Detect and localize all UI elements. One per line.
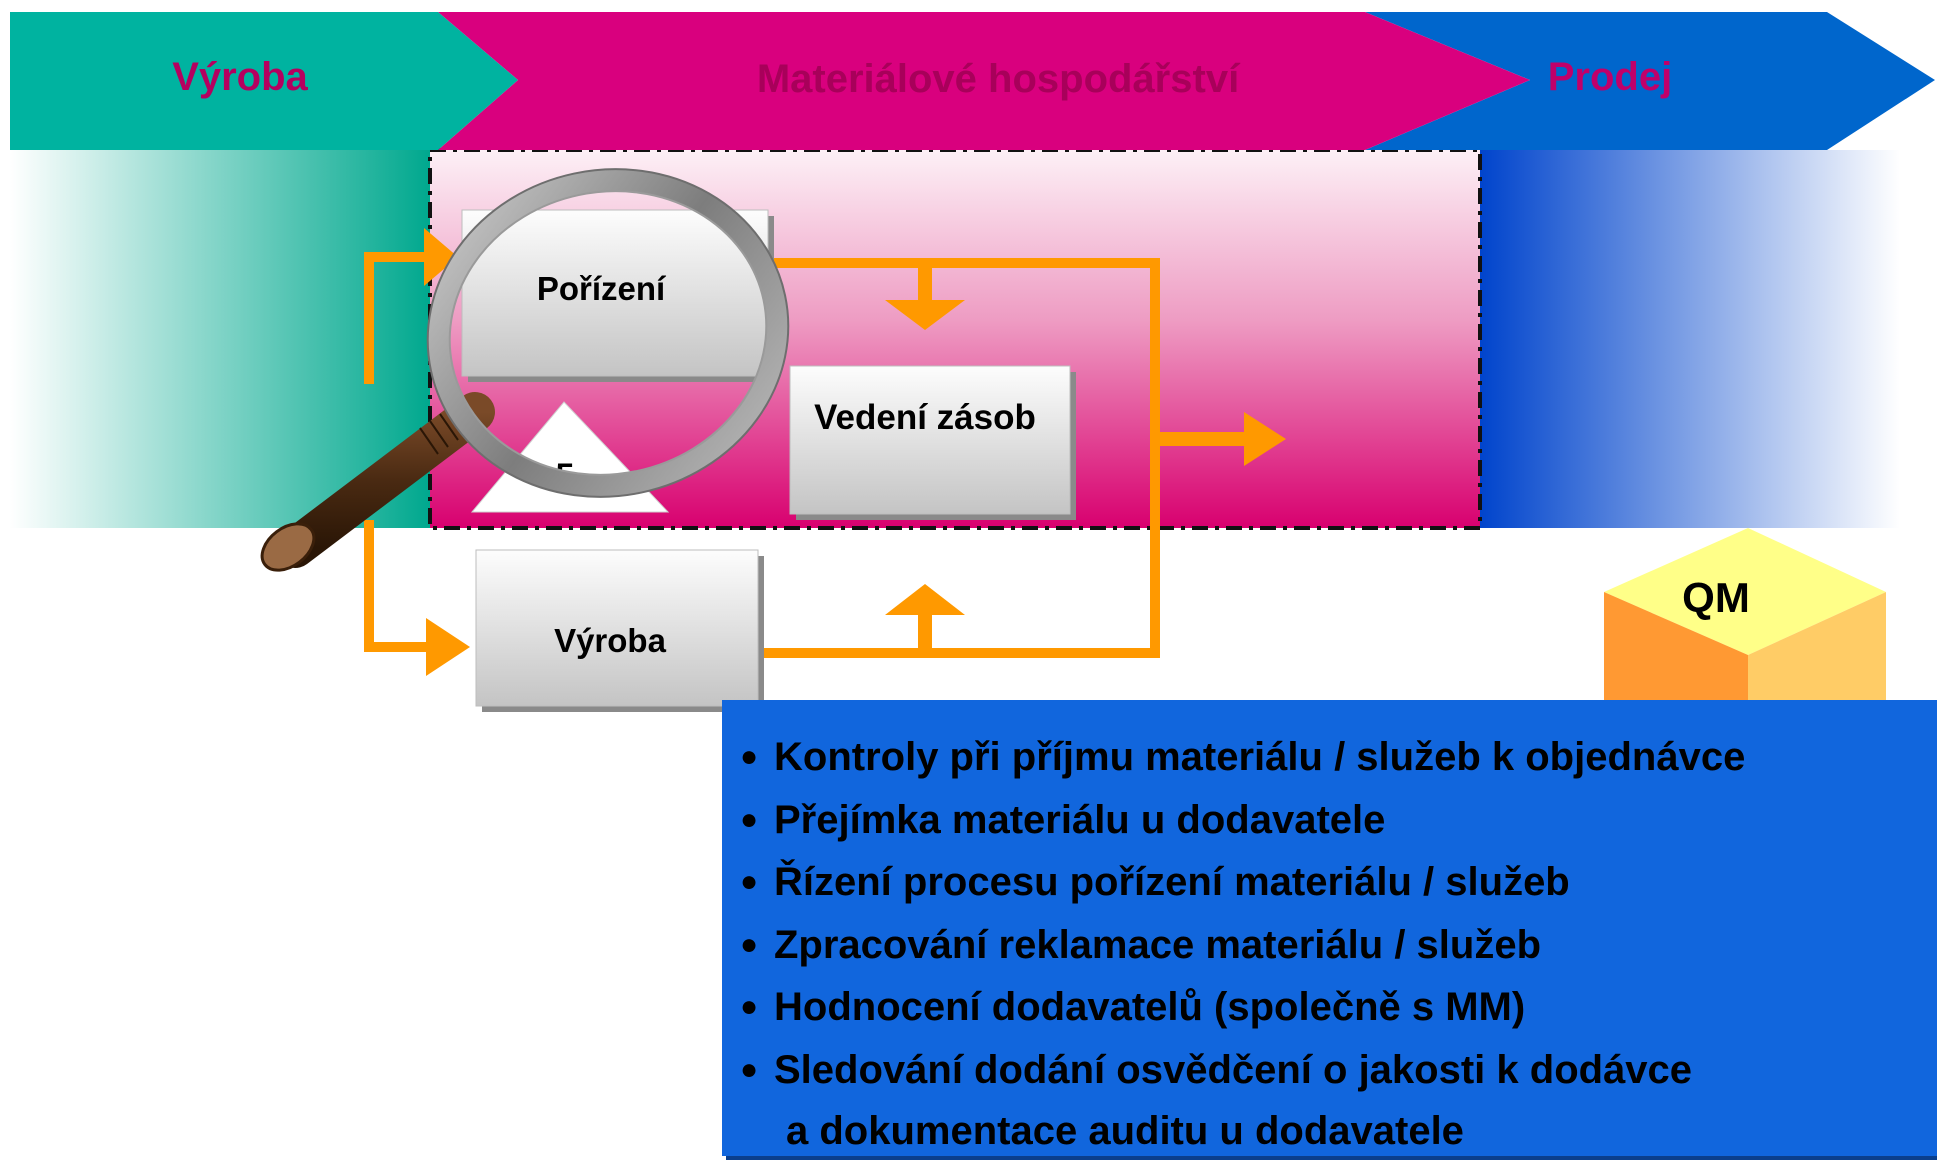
production-box-label: Výroba — [554, 622, 667, 659]
qm-activities-panel: ●Kontroly při příjmu materiálu / služeb … — [722, 700, 1937, 1156]
list-item: ●Zpracování reklamace materiálu / služeb — [740, 914, 1937, 977]
production-phase-label: Výroba — [172, 55, 308, 99]
inventory-management-label: Vedení zásob — [814, 398, 1036, 437]
production-band — [10, 150, 430, 528]
list-item: ●Řízení procesu pořízení materiálu / slu… — [740, 851, 1937, 914]
sales-phase-label: Prodej — [1548, 55, 1672, 99]
list-item-continuation: a dokumentace auditu u dodavatele — [786, 1109, 1464, 1153]
list-item: ●Kontroly při příjmu materiálu / služeb … — [740, 726, 1937, 789]
sales-phase-chevron — [1365, 12, 1935, 150]
bullet-icon: ● — [740, 740, 759, 773]
bullet-icon: ● — [740, 990, 759, 1023]
inventory-management-box: Vedení zásob — [789, 365, 1076, 520]
flow-arrows — [364, 228, 1286, 676]
materials-phase-chevron — [438, 12, 1530, 150]
bullet-icon: ● — [740, 1052, 759, 1086]
materials-phase-label: Materiálové hospodářství — [757, 57, 1241, 101]
magnifying-glass-icon — [260, 168, 790, 572]
bullet-icon: ● — [740, 802, 759, 836]
sales-band — [1480, 150, 1900, 528]
qm-activities-list: ●Kontroly při příjmu materiálu / služeb … — [722, 700, 1937, 1163]
production-box: Výroba — [475, 549, 764, 712]
procurement-box: Pořízení — [461, 209, 774, 382]
list-item: ●Sledování dodání osvědčení o jakosti k … — [740, 1039, 1937, 1102]
bullet-icon: ● — [740, 927, 759, 961]
bullet-icon: ● — [740, 865, 759, 898]
production-phase-chevron — [10, 12, 518, 150]
list-item: ●Přejímka materiálu u dodavatele — [740, 789, 1937, 852]
procurement-label: Pořízení — [537, 270, 667, 307]
list-item: ●Hodnocení dodavatelů (společně s MM) — [740, 976, 1937, 1039]
qm-cube-label: QM — [1682, 574, 1750, 621]
